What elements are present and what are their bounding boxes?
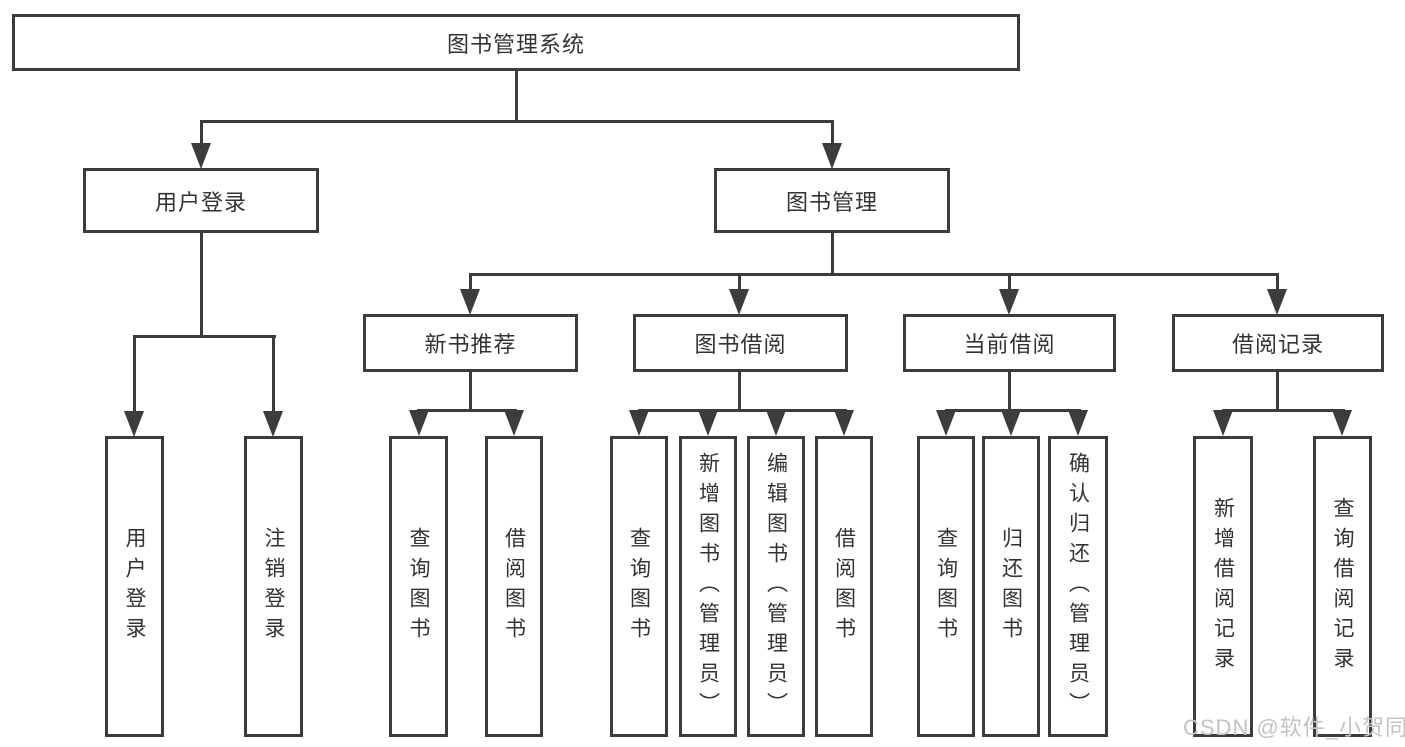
- node-box-leaf-query-books-1: 查询图书: [389, 436, 448, 737]
- connector-bar: [417, 409, 517, 412]
- connector-stem: [200, 233, 203, 335]
- node-box-leaf-borrow-books-2: 借阅图书: [815, 436, 873, 737]
- arrow-down-icon: [409, 410, 429, 436]
- node-label: 编辑图书（管理员）: [764, 451, 788, 722]
- node-label: 查询图书: [934, 526, 958, 647]
- connector-bar: [133, 335, 276, 338]
- connector-bar: [200, 120, 834, 123]
- arrow-down-icon: [504, 410, 524, 436]
- node-box-leaf-add-borrow-record: 新增借阅记录: [1193, 436, 1253, 737]
- connector-stem: [469, 372, 472, 409]
- connector-drop: [469, 273, 472, 289]
- arrow-down-icon: [263, 411, 283, 437]
- arrow-down-icon: [1213, 410, 1233, 436]
- connector-drop: [272, 335, 275, 411]
- watermark-text: CSDN @软件_小贺同学: [1183, 715, 1405, 740]
- node-box-leaf-logout: 注销登录: [244, 436, 303, 737]
- node-label: 注销登录: [262, 526, 285, 647]
- arrow-down-icon: [191, 143, 211, 169]
- node-label: 借阅记录: [1231, 332, 1324, 357]
- node-label: 当前借阅: [963, 332, 1056, 357]
- arrow-down-icon: [698, 410, 718, 436]
- connector-drop: [738, 273, 741, 289]
- node-label: 归还图书: [999, 526, 1023, 647]
- connector-drop: [1008, 273, 1011, 289]
- node-label: 用户登录: [123, 526, 146, 647]
- node-box-user-login: 用户登录: [83, 168, 319, 233]
- node-box-leaf-query-books-2: 查询图书: [610, 436, 668, 737]
- connector-stem: [1008, 372, 1011, 409]
- node-box-borrowing-records: 借阅记录: [1172, 314, 1384, 372]
- arrow-down-icon: [999, 289, 1019, 315]
- node-label: 图书借阅: [694, 332, 787, 357]
- arrow-down-icon: [629, 410, 649, 436]
- arrow-down-icon: [124, 411, 144, 437]
- node-box-leaf-query-borrow-record: 查询借阅记录: [1313, 436, 1372, 737]
- node-label: 查询借阅记录: [1331, 496, 1354, 677]
- arrow-down-icon: [834, 410, 854, 436]
- connector-drop: [133, 335, 136, 411]
- arrow-down-icon: [1068, 410, 1088, 436]
- node-label: 新增图书（管理员）: [696, 451, 720, 722]
- node-box-leaf-return-books: 归还图书: [982, 436, 1040, 737]
- connector-drop: [1276, 273, 1279, 289]
- node-box-leaf-edit-books-admin: 编辑图书（管理员）: [747, 436, 805, 737]
- connector-bar: [469, 273, 1279, 276]
- arrow-down-icon: [1332, 410, 1352, 436]
- arrow-down-icon: [460, 289, 480, 315]
- arrow-down-icon: [822, 143, 842, 169]
- connector-drop: [200, 120, 203, 143]
- connector-stem: [1276, 372, 1279, 409]
- node-label: 用户登录: [154, 189, 247, 215]
- node-label: 查询图书: [407, 526, 430, 647]
- node-box-system-root: 图书管理系统: [12, 14, 1020, 71]
- node-label: 确认归还（管理员）: [1066, 451, 1090, 722]
- connector-stem: [738, 372, 741, 409]
- node-box-book-management: 图书管理: [714, 168, 950, 233]
- arrow-down-icon: [1267, 289, 1287, 315]
- arrow-down-icon: [1001, 410, 1021, 436]
- node-box-leaf-borrow-books-1: 借阅图书: [485, 436, 543, 737]
- node-label: 借阅图书: [502, 526, 526, 647]
- node-box-book-borrowing: 图书借阅: [633, 314, 848, 372]
- node-box-leaf-query-books-3: 查询图书: [917, 436, 975, 737]
- node-label: 图书管理系统: [446, 31, 585, 57]
- node-box-leaf-user-login: 用户登录: [105, 436, 164, 737]
- node-label: 新书推荐: [424, 332, 517, 357]
- connector-stem: [515, 70, 518, 120]
- node-label: 查询图书: [627, 526, 651, 647]
- arrow-down-icon: [766, 410, 786, 436]
- node-box-leaf-confirm-return-admin: 确认归还（管理员）: [1048, 436, 1108, 737]
- node-box-leaf-add-books-admin: 新增图书（管理员）: [679, 436, 737, 737]
- node-label: 新增借阅记录: [1211, 496, 1235, 677]
- node-box-current-borrowing: 当前借阅: [903, 314, 1116, 372]
- node-label: 借阅图书: [832, 526, 856, 647]
- connector-drop: [831, 120, 834, 143]
- connector-stem: [831, 232, 834, 273]
- node-label: 图书管理: [785, 189, 878, 215]
- connector-bar: [638, 409, 847, 412]
- connector-bar: [1222, 409, 1345, 412]
- arrow-down-icon: [936, 410, 956, 436]
- arrow-down-icon: [729, 289, 749, 315]
- node-box-new-book-recommend: 新书推荐: [363, 314, 578, 372]
